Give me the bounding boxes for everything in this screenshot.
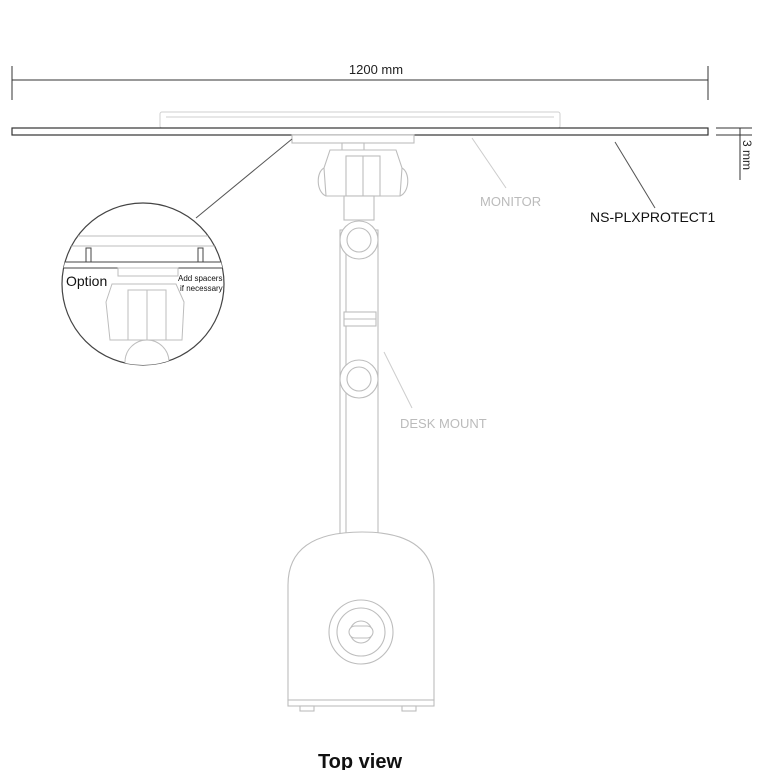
monitor-label: MONITOR xyxy=(480,194,541,209)
width-dimension-label: 1200 mm xyxy=(349,62,403,77)
thickness-dimension-label: 3 mm xyxy=(740,140,754,170)
desk-mount-leader-line xyxy=(383,351,413,409)
detail-leader-line xyxy=(195,138,293,219)
detail-option-label: Option xyxy=(66,273,107,289)
protection-panel xyxy=(11,127,709,136)
desk-mount-label: DESK MOUNT xyxy=(400,416,487,431)
view-title: Top view xyxy=(318,751,403,770)
product-label: NS-PLXPROTECT1 xyxy=(590,209,715,225)
detail-note-line2: if necessary xyxy=(180,284,223,293)
detail-magnifier xyxy=(61,202,225,366)
detail-note-line1: Add spacers xyxy=(178,274,222,283)
thickness-dimension xyxy=(716,127,752,180)
spacer-right xyxy=(197,247,204,263)
spacer-left xyxy=(85,247,92,263)
width-dimension xyxy=(11,66,709,100)
monitor-outline xyxy=(159,111,561,129)
desk-mount-drawing xyxy=(287,134,435,712)
monitor-leader-line xyxy=(471,137,507,189)
product-leader-line xyxy=(614,141,656,209)
